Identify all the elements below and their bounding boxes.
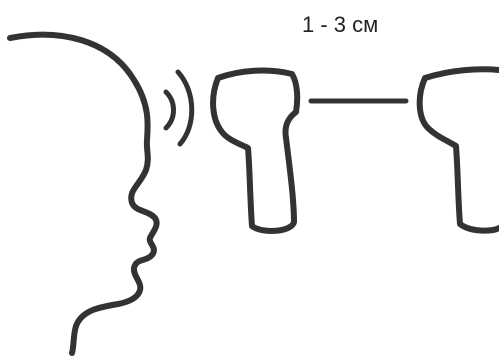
head-profile: [10, 35, 157, 353]
signal-wave-inner: [166, 92, 174, 128]
thermometer-left: [213, 71, 297, 231]
signal-wave-outer: [178, 72, 192, 144]
distance-label: 1 - 3 см: [302, 14, 378, 36]
thermometer-right: [420, 69, 499, 230]
